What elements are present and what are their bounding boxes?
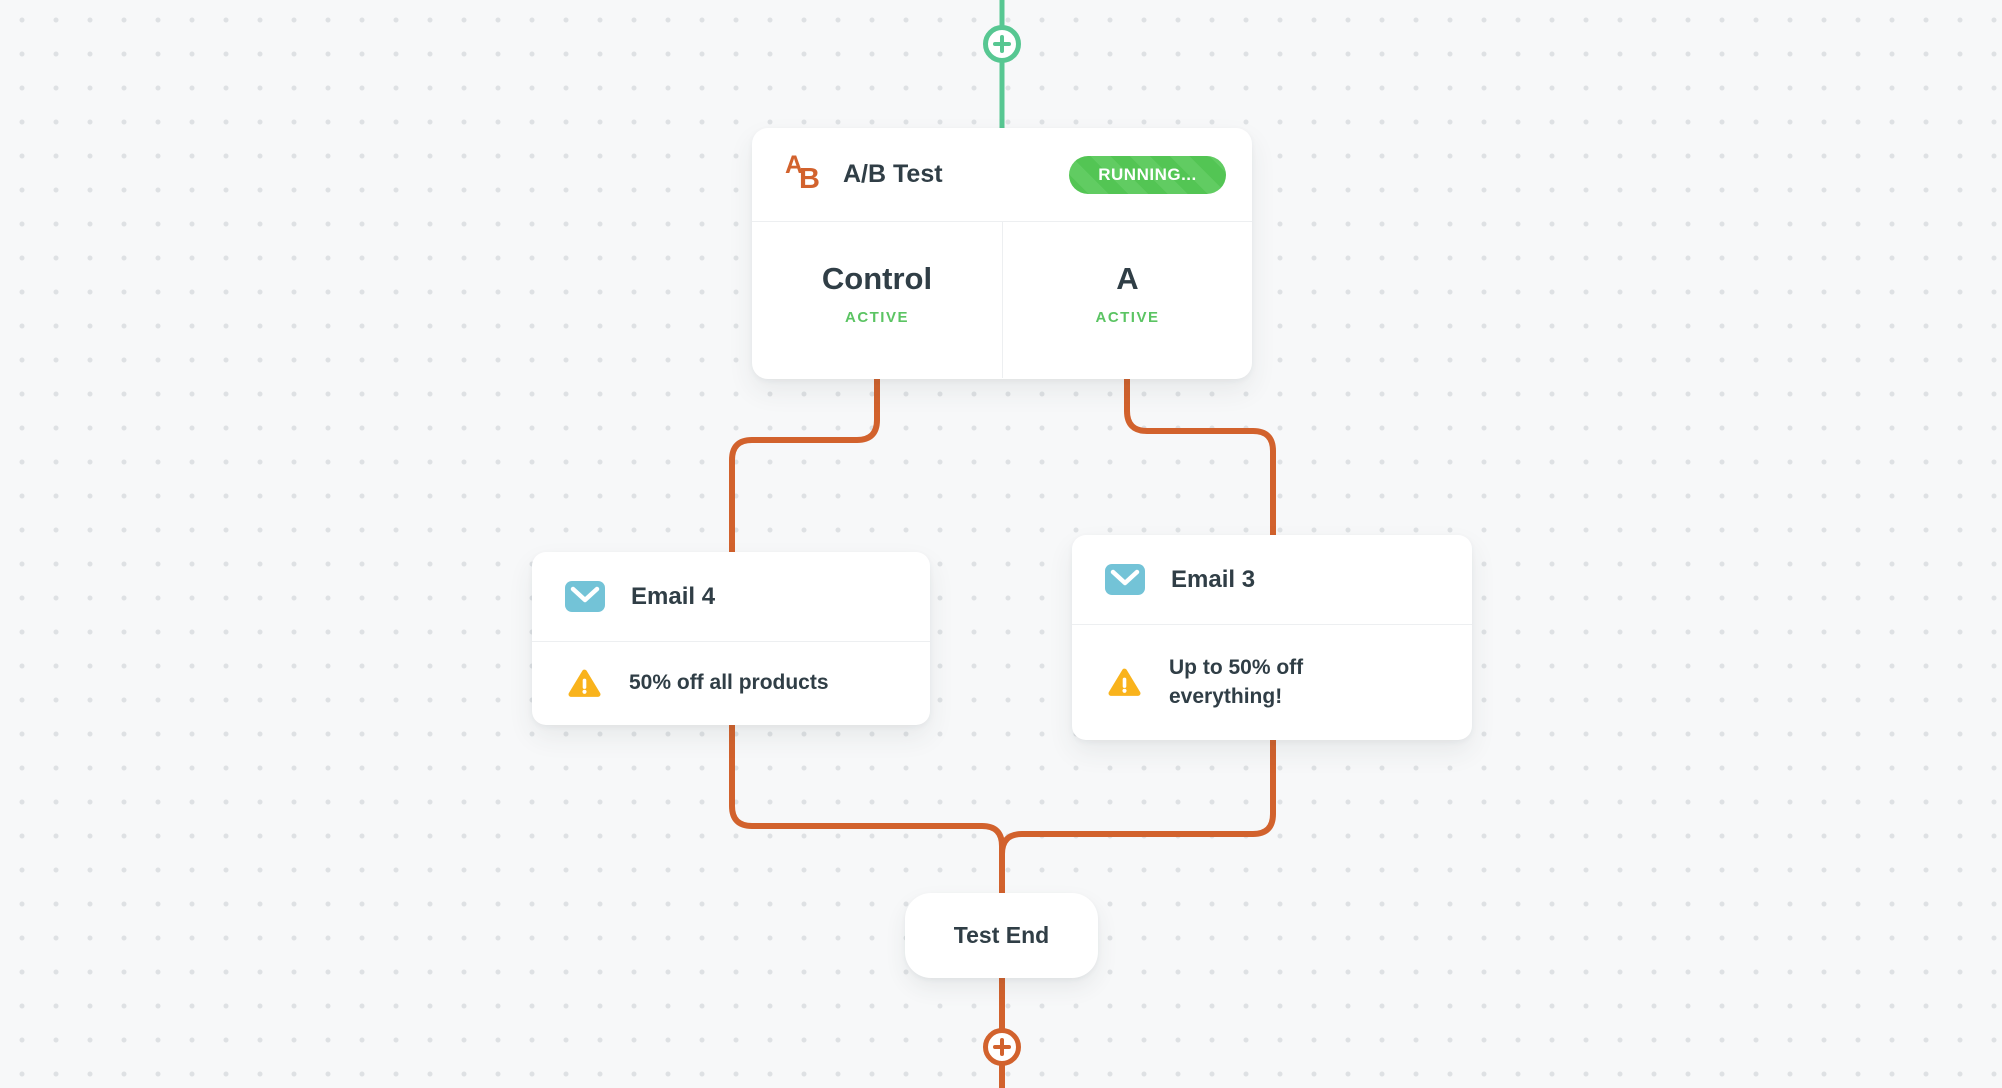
- status-badge: RUNNING...: [1069, 155, 1226, 194]
- test-end-node[interactable]: Test End: [905, 893, 1098, 978]
- branch-status: ACTIVE: [844, 308, 909, 326]
- warning-text: Up to 50% off everything!: [1169, 655, 1304, 708]
- email-node-4[interactable]: Email 4 50% off all products: [532, 552, 930, 725]
- add-step-button-top[interactable]: [983, 25, 1021, 63]
- ab-test-branches: Control ACTIVE A ACTIVE: [752, 222, 1252, 378]
- email-node-body: 50% off all products: [532, 642, 930, 724]
- branch-name: A: [1116, 260, 1139, 296]
- node-title: A/B Test: [843, 160, 943, 188]
- ab-test-header: A B A/B Test RUNNING...: [752, 128, 1252, 222]
- branch-name: Control: [821, 260, 933, 296]
- email-node-header: Email 3: [1072, 535, 1472, 625]
- warning-text: 50% off all products: [629, 671, 829, 695]
- node-title: Email 4: [631, 582, 716, 610]
- email-node-3[interactable]: Email 3 Up to 50% off everything!: [1072, 535, 1472, 740]
- branch-a[interactable]: A ACTIVE: [1002, 222, 1252, 378]
- email-node-header: Email 4: [532, 552, 930, 642]
- warning-icon: [1108, 668, 1141, 696]
- ab-test-icon: A B: [785, 150, 820, 195]
- branch-control[interactable]: Control ACTIVE: [752, 222, 1002, 378]
- plus-icon: [988, 30, 1016, 58]
- node-title: Email 3: [1171, 565, 1256, 593]
- email-icon: [1105, 564, 1145, 595]
- ab-test-node[interactable]: A B A/B Test RUNNING... Control ACTIVE A…: [752, 128, 1252, 379]
- add-step-button-bottom[interactable]: [983, 1028, 1021, 1066]
- email-node-body: Up to 50% off everything!: [1072, 625, 1472, 739]
- email-icon: [565, 581, 605, 612]
- test-end-label: Test End: [953, 922, 1050, 948]
- branch-status: ACTIVE: [1095, 308, 1160, 326]
- warning-icon: [568, 669, 601, 697]
- plus-icon: [988, 1033, 1016, 1061]
